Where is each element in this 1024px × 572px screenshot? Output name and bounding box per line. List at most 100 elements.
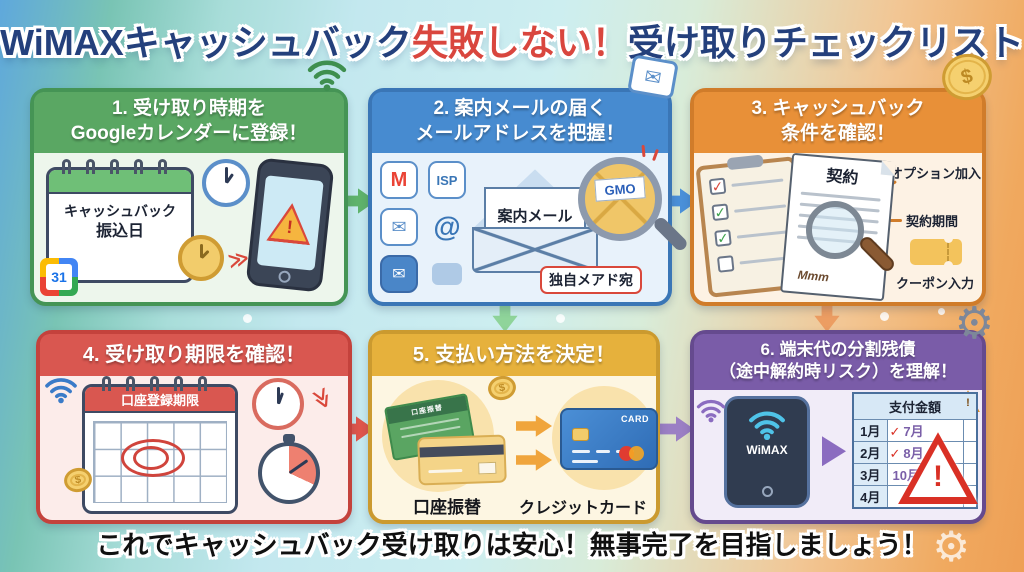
- at-symbol: @: [433, 211, 461, 243]
- clipboard-clip: [726, 154, 764, 171]
- panel3-title-line2: 条件を確認！: [780, 122, 895, 144]
- isp-badge: ISP: [428, 161, 466, 200]
- panel6-title-line2: （途中解約時リスク）を理解！: [719, 362, 957, 382]
- checkbox-checked-red: ✓: [708, 177, 727, 196]
- check-mark: ✓: [889, 446, 901, 462]
- wifi-icon: [696, 398, 726, 423]
- decoration-blob: [432, 263, 462, 286]
- checkbox-empty: [716, 255, 735, 274]
- panel1-body: キャッシュバック 振込日 31 ≫ !: [34, 153, 344, 302]
- panel5-header: 5. 支払い方法を決定！: [372, 334, 656, 376]
- panel3-title-line1: 3. キャッシュバック: [751, 98, 925, 119]
- card-text: CARD: [621, 414, 649, 424]
- envelope-icon: ✉: [627, 54, 679, 100]
- panel2-body: M ISP ✉ @ ✉ 案内メール GMO 独自メアド宛: [372, 145, 690, 302]
- calendar-header-band: 口座登録期限: [85, 387, 235, 413]
- card-logo-circle: [629, 446, 644, 461]
- red-circle-mark: [121, 439, 185, 477]
- panel6-body: WiMAX 支付金額 1月 ✓7月 2月 ✓8月 3月 10月: [694, 390, 982, 520]
- panel6-title-line1: 6. 端末代の分割残債: [760, 340, 916, 359]
- label-bank-transfer: 口座振替: [413, 498, 481, 517]
- calendar-binder-rings: [102, 376, 207, 391]
- arrow-triangle-icon: [822, 436, 846, 467]
- label-option: オプション加入: [890, 166, 982, 182]
- smartphone-screen: !: [256, 175, 324, 272]
- panel1-header: 1. 受け取り時期を Googleカレンダーに登録！: [34, 92, 344, 154]
- gmail-icon: M: [380, 161, 418, 200]
- title-accent: 失敗しない！: [411, 22, 628, 63]
- wimax-device-label: WiMAX: [746, 443, 788, 458]
- payment-arrow: [516, 415, 552, 437]
- payment-arrow: [516, 449, 552, 471]
- background-dot: [880, 312, 889, 321]
- background-dot: [556, 314, 565, 323]
- background-dot: [938, 308, 945, 315]
- open-envelope: 案内メール: [472, 169, 598, 274]
- warning-triangle-large-icon: !: [898, 432, 978, 505]
- red-circle-mark-inner: [133, 446, 169, 470]
- wimax-device: WiMAX: [724, 396, 810, 509]
- contract-title: 契約: [825, 168, 859, 188]
- google-calendar-icon: 31: [40, 258, 78, 296]
- label-credit-card: クレジットカード: [518, 500, 647, 517]
- magnifier-handle: [651, 215, 690, 254]
- calendar-text-line1: キャッシュバック: [64, 203, 176, 220]
- magnifier-icon: [806, 201, 897, 275]
- phone-home-button: [277, 270, 292, 284]
- label-period: 契約期間: [906, 214, 959, 230]
- gear-icon: ⚙: [932, 523, 970, 570]
- deadline-calendar: 口座登録期限: [82, 384, 238, 514]
- mail-app-icon: ✉: [380, 255, 418, 294]
- title-part1: WiMAXキャッシュバック: [0, 22, 412, 63]
- calendar-text-line2: 振込日: [95, 223, 144, 241]
- panel-step6-device-balance: ⚙ 6. 端末代の分割残債 （途中解約時リスク）を理解！ WiMAX 支付金額 …: [690, 302, 994, 524]
- smartphone-icon: !: [245, 157, 335, 293]
- panel2-title-line1: 2. 案内メールの届く: [433, 98, 607, 119]
- envelope-pocket: [472, 227, 598, 274]
- panel-step3-conditions: $ 3. キャッシュバック 条件を確認！ ✓ ✓ ✓ 契約 Mmm: [690, 48, 998, 306]
- credit-card-icon: CARD: [560, 408, 658, 470]
- coin-clock-icon: [178, 235, 224, 282]
- page-title: WiMAXキャッシュバック失敗しない！受け取りチェックリスト: [0, 14, 1024, 66]
- footer-message: これでキャッシュバック受け取りは安心！無事完了を目指しましょう！: [96, 530, 928, 560]
- panel-step1-calendar-register: 1. 受け取り時期を Googleカレンダーに登録！ キャッシュバック 振込日 …: [30, 60, 348, 306]
- panel-step2-email-address: ✉ 2. 案内メールの届く メールアドレスを把握！ M ISP ✉ @ ✉ 案内…: [368, 54, 690, 306]
- background-dot: [243, 314, 252, 323]
- panel4-header: 4. 受け取り期限を確認！: [40, 334, 348, 376]
- calendar-top-band: [49, 170, 191, 195]
- arrow-step5-to-6: [654, 416, 694, 442]
- panel4-title: 4. 受け取り期限を確認！: [82, 344, 306, 366]
- signature-squiggle: Mmm: [797, 268, 830, 285]
- panel2-header: 2. 案内メールの届く メールアドレスを把握！: [372, 92, 668, 154]
- panel5-title: 5. 支払い方法を決定！: [412, 344, 616, 366]
- check-mark: ✓: [889, 424, 901, 440]
- panel3-body: ✓ ✓ ✓ 契約 Mmm オプション加入 契約期間 クーポン入力: [694, 153, 982, 302]
- coupon-ticket-icon: [910, 234, 962, 271]
- cash-card-icon: [417, 434, 507, 486]
- device-button: [761, 486, 773, 498]
- panel2-title-line2: メールアドレスを把握！: [415, 122, 625, 144]
- gear-icon: ⚙: [954, 299, 994, 348]
- card-chip: [572, 428, 589, 441]
- google-calendar-day: 31: [46, 264, 72, 290]
- checkbox-checked-green: ✓: [711, 203, 730, 222]
- wifi-icon: [44, 376, 78, 404]
- checkbox-checked-green: ✓: [714, 229, 732, 248]
- panel3-header: 3. キャッシュバック 条件を確認！: [694, 92, 982, 154]
- magnifier-gmo-envelope: GMO: [578, 157, 690, 254]
- stopwatch-icon: [258, 434, 320, 504]
- panel-step4-deadline: 4. 受け取り期限を確認！ 口座登録期限 $ ≫: [36, 330, 352, 524]
- panel4-body: 口座登録期限 $ ≫: [40, 376, 348, 520]
- warning-triangle-icon: !: [266, 201, 314, 245]
- calendar-binder-rings: [62, 159, 167, 175]
- envelope-badge-icon: ✉: [380, 208, 418, 247]
- panel5-body: 口座振替 $ CARD 口座振替 クレジッ: [372, 373, 658, 520]
- cashback-calendar: キャッシュバック 振込日: [46, 167, 194, 284]
- own-email-badge: 独自メアド宛: [540, 266, 642, 294]
- alert-chevrons: ≫: [307, 384, 337, 413]
- alarm-clock-icon: [252, 378, 304, 430]
- panel1-title-line2: Googleカレンダーに登録！: [70, 122, 308, 144]
- document-fold-corner: [880, 160, 896, 177]
- panel6-header: 6. 端末代の分割残債 （途中解約時リスク）を理解！: [694, 334, 982, 391]
